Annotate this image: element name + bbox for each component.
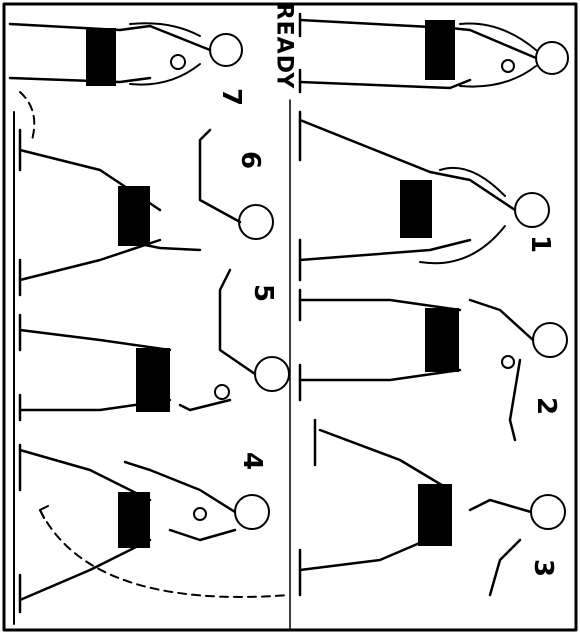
step-3-label: 3 bbox=[530, 559, 556, 577]
step-4-label: 4 bbox=[239, 452, 265, 470]
figure-ready bbox=[300, 14, 568, 92]
step-7-label: 7 bbox=[218, 88, 244, 106]
figure-step1 bbox=[300, 112, 549, 280]
step-5-label: 5 bbox=[250, 284, 276, 302]
figure-step3 bbox=[300, 420, 565, 595]
ready-label: READY bbox=[272, 3, 294, 90]
step-6-label: 6 bbox=[237, 151, 263, 169]
step-2-label: 2 bbox=[533, 397, 559, 415]
figure-step7 bbox=[10, 23, 242, 86]
figure-step2 bbox=[300, 290, 567, 440]
movement-arrowhead bbox=[40, 506, 48, 518]
step-1-label: 1 bbox=[527, 235, 553, 253]
movement-arc-top bbox=[20, 92, 34, 140]
movement-arc-bottom bbox=[40, 510, 290, 597]
